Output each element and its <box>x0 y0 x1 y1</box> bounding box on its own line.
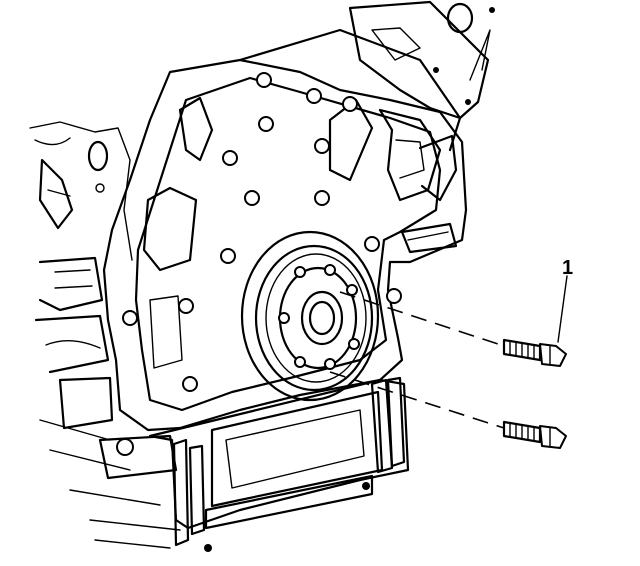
engine-block-left <box>29 121 181 549</box>
front-cover <box>102 58 468 432</box>
flywheel-bolt-upper <box>502 338 567 367</box>
hub-bolt-holes <box>278 264 360 370</box>
crankshaft-hub <box>240 230 380 402</box>
exploded-bolts <box>329 275 568 449</box>
callout-label-1: 1 <box>562 257 573 279</box>
callout-leader <box>557 275 568 343</box>
flywheel-bolt-lower <box>502 420 567 449</box>
cover-bolts <box>122 72 402 392</box>
oil-pan <box>148 376 410 552</box>
cylinder-head-top <box>238 0 495 152</box>
